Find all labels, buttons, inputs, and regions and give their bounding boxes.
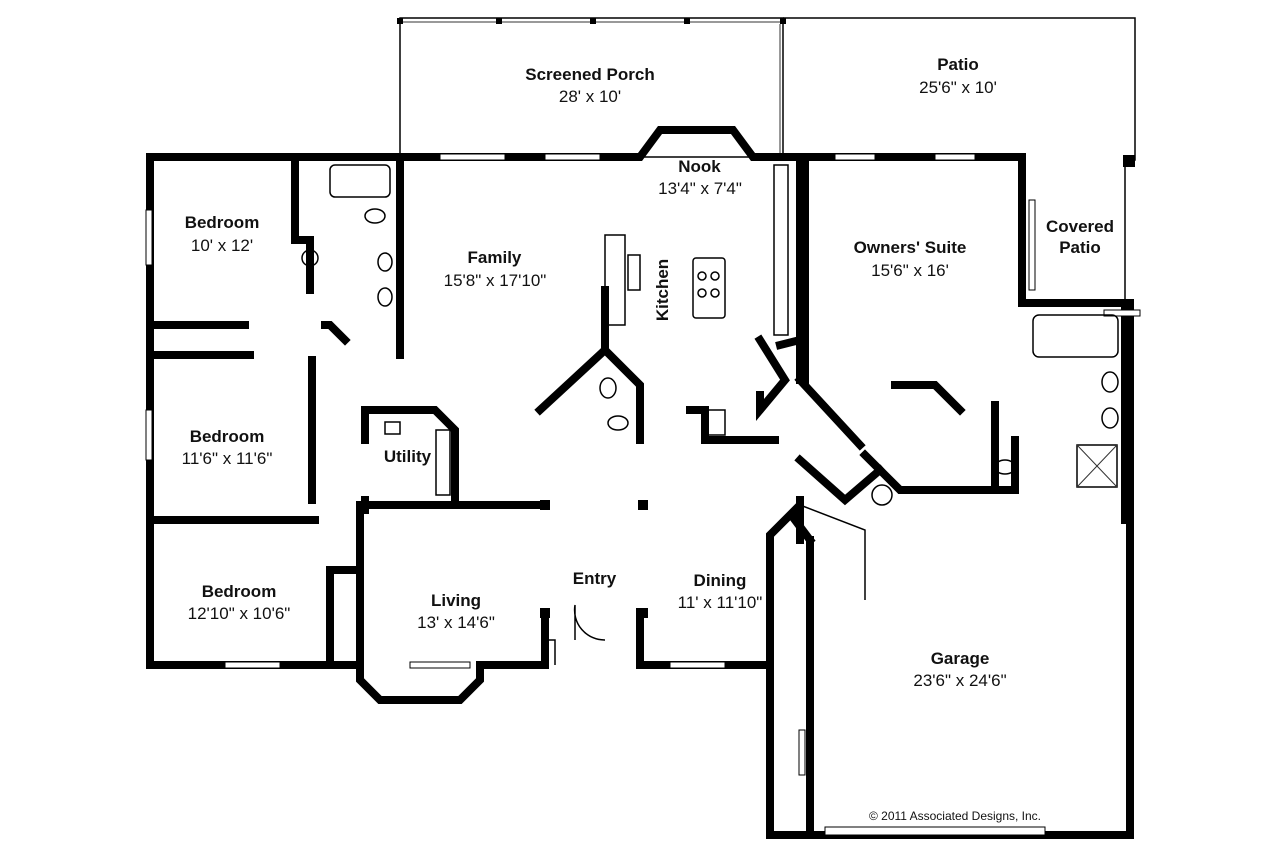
svg-text:Utility: Utility [384,447,432,466]
room-patio: Patio 25'6" x 10' [919,55,997,97]
svg-text:15'6" x 16': 15'6" x 16' [871,261,949,280]
svg-text:Bedroom: Bedroom [185,213,260,232]
svg-text:Owners' Suite: Owners' Suite [854,238,967,257]
room-utility: Utility [384,447,432,466]
svg-text:28' x 10': 28' x 10' [559,87,621,106]
patio-outline [783,17,1136,305]
room-entry: Entry [573,569,617,588]
room-bedroom-1: Bedroom 10' x 12' [185,213,260,255]
svg-text:11'6" x 11'6": 11'6" x 11'6" [182,449,273,468]
svg-text:Nook: Nook [678,157,721,176]
svg-text:Entry: Entry [573,569,617,588]
svg-text:Kitchen: Kitchen [653,259,672,321]
svg-text:25'6" x 10': 25'6" x 10' [919,78,997,97]
svg-text:12'10" x 10'6": 12'10" x 10'6" [188,604,291,623]
svg-text:Garage: Garage [931,649,990,668]
room-living: Living 13' x 14'6" [417,591,495,632]
svg-text:Bedroom: Bedroom [190,427,265,446]
room-kitchen: Kitchen [653,259,672,321]
fixtures [301,164,1119,641]
room-screened-porch: Screened Porch 28' x 10' [525,65,654,106]
room-family: Family 15'8" x 17'10" [444,248,547,290]
svg-text:Screened Porch: Screened Porch [525,65,654,84]
svg-text:Dining: Dining [694,571,747,590]
svg-text:10' x 12': 10' x 12' [191,236,253,255]
room-covered-patio: Covered Patio [1046,217,1114,257]
svg-text:13' x 14'6": 13' x 14'6" [417,613,495,632]
room-garage: Garage 23'6" x 24'6" [913,649,1006,690]
svg-text:Patio: Patio [937,55,979,74]
interior-walls [146,153,1129,839]
room-labels: Screened Porch 28' x 10' Patio 25'6" x 1… [182,55,1114,823]
svg-text:11' x 11'10": 11' x 11'10" [678,593,763,612]
svg-text:13'4" x 7'4": 13'4" x 7'4" [658,179,742,198]
room-nook: Nook 13'4" x 7'4" [658,157,742,198]
svg-text:Living: Living [431,591,481,610]
windows [145,153,1141,836]
svg-text:Covered: Covered [1046,217,1114,236]
room-owners-suite: Owners' Suite 15'6" x 16' [854,238,967,280]
svg-text:23'6" x 24'6": 23'6" x 24'6" [913,671,1006,690]
svg-text:Family: Family [468,248,522,267]
svg-text:15'8" x 17'10": 15'8" x 17'10" [444,271,547,290]
room-bedroom-2: Bedroom 11'6" x 11'6" [182,427,273,468]
svg-text:Patio: Patio [1059,238,1101,257]
svg-text:Bedroom: Bedroom [202,582,277,601]
room-bedroom-3: Bedroom 12'10" x 10'6" [188,582,291,623]
room-dining: Dining 11' x 11'10" [678,571,763,612]
copyright-text: © 2011 Associated Designs, Inc. [869,809,1041,823]
